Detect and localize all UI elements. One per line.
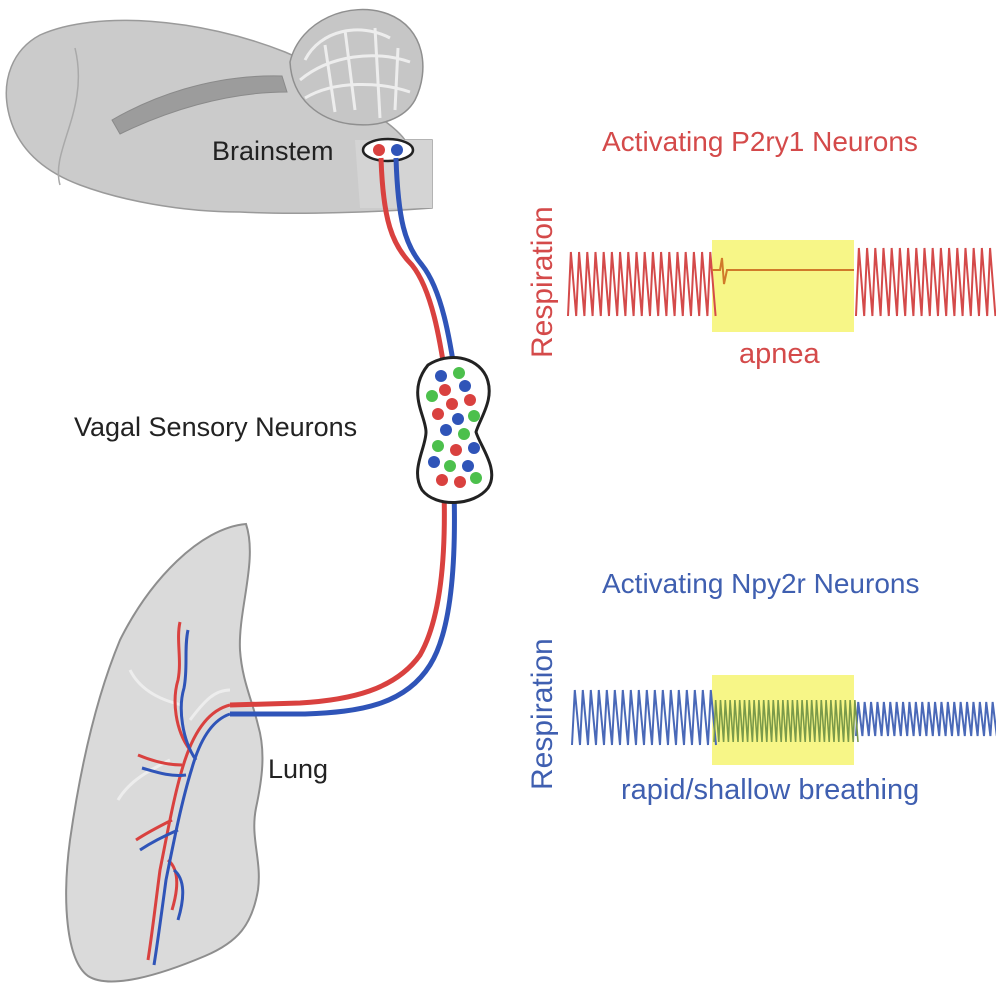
apnea-highlight [712,240,854,332]
vagal-ganglion [416,356,494,504]
p2ry1-apnea-trace [712,257,854,285]
npy2r-caption: rapid/shallow breathing [621,774,920,806]
lung-label: Lung [268,754,329,784]
p2ry1-ylabel: Respiration [526,206,559,358]
cerebellum-illustration [289,8,424,126]
neuron-cell-bodies [426,367,482,488]
p2ry1-respiration-trace [567,247,996,317]
brainstem-site [361,137,415,163]
npy2r-title: Activating Npy2r Neurons [602,568,920,599]
p2ry1-caption: apnea [739,338,820,370]
npy2r-respiration-trace [571,689,996,746]
npy2r-ylabel: Respiration [526,638,559,790]
npy2r-rapid-shallow-trace [713,699,859,743]
vagal-sensory-neurons-label: Vagal Sensory Neurons [74,412,358,442]
brain-illustration [5,8,433,214]
nerve-fibers [135,157,459,966]
brainstem-label: Brainstem [212,136,334,166]
p2ry1-title: Activating P2ry1 Neurons [602,126,918,157]
lung-illustration [65,522,264,983]
